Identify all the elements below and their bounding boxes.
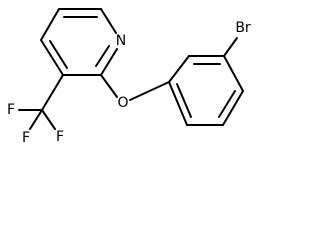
- bond-c4p-c5p: [222, 90, 244, 126]
- bond-c3p-br: [223, 37, 238, 57]
- bond-c-f3: [29, 109, 43, 130]
- ether-linkage: [100, 74, 170, 101]
- trifluoromethyl-group: [18, 74, 64, 130]
- atom-nitrogen-label: N: [116, 33, 126, 49]
- double-bond-c6p-c1p: [176, 83, 192, 118]
- double-bond-c3-c4: [49, 40, 68, 69]
- bond-o-c1prime: [129, 81, 170, 101]
- chemical-structure-diagram: N O Br F F F: [7, 8, 251, 146]
- bond-c3p-c4p: [223, 55, 244, 92]
- bond-c-f2: [41, 109, 56, 130]
- atom-fluorine-3-label: F: [22, 130, 30, 146]
- bromophenyl-ring: [168, 37, 244, 126]
- bond-c4-c5: [40, 8, 60, 41]
- bond-c6p-c1p: [168, 81, 188, 126]
- double-bond-c4p-c5p: [218, 90, 236, 118]
- atom-oxygen-label: O: [117, 95, 128, 111]
- bond-c2-o: [100, 74, 118, 98]
- bond-n1-c2: [100, 48, 118, 76]
- bond-c3-cf3: [41, 74, 64, 111]
- atom-bromine-label: Br: [235, 20, 251, 36]
- bond-c6-n1: [100, 8, 117, 34]
- atom-fluorine-1-label: F: [7, 102, 15, 118]
- pyridine-ring: [40, 8, 118, 76]
- atom-fluorine-2-label: F: [56, 129, 64, 145]
- double-bond-c2-n1: [95, 45, 110, 67]
- bond-c3-c4: [40, 39, 64, 76]
- bond-c1p-c2p: [168, 55, 190, 83]
